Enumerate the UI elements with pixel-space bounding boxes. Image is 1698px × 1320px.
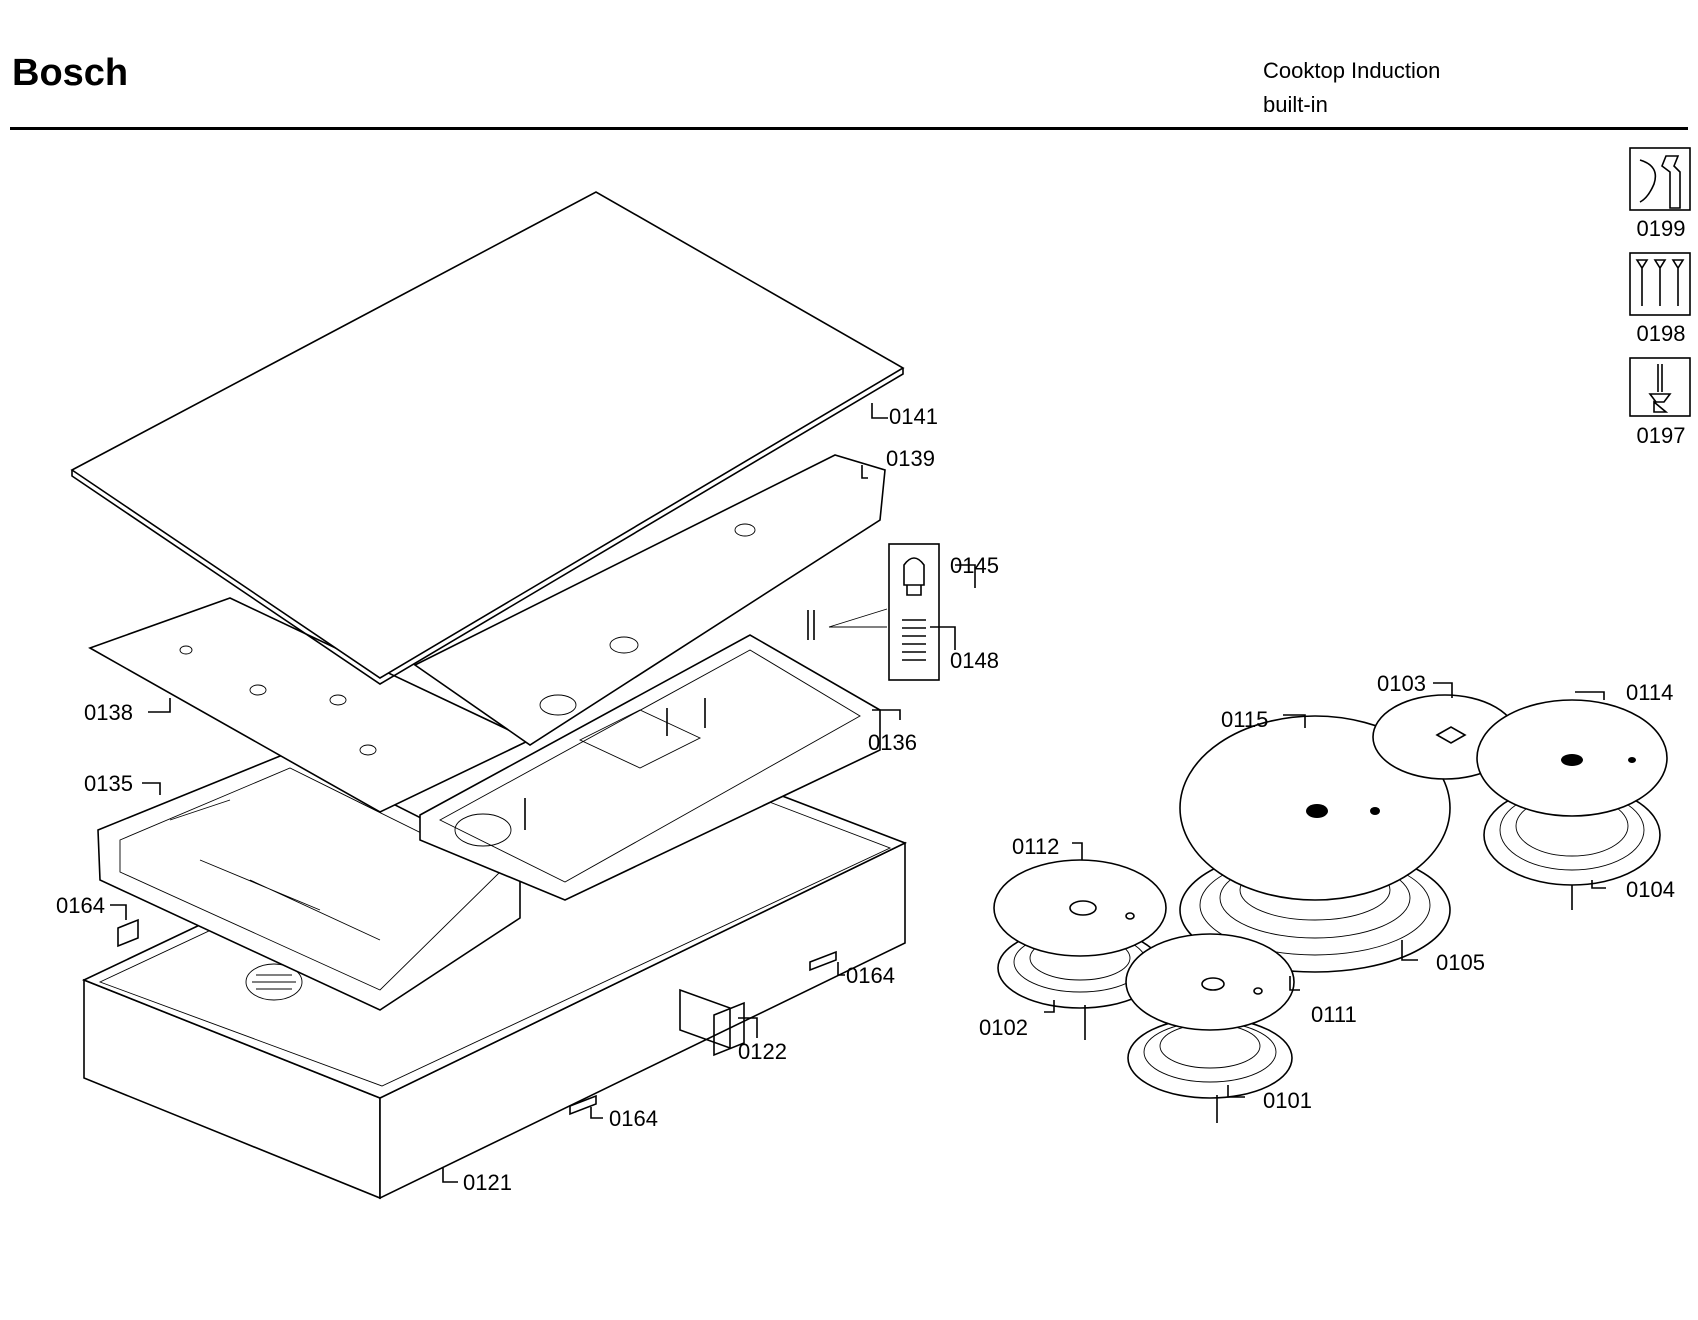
right-coil-carrier-frame[interactable] xyxy=(419,634,881,901)
part-label-0114: 0114 xyxy=(1626,680,1673,705)
part-label-0112: 0112 xyxy=(1012,834,1059,859)
part-label-0141: 0141 xyxy=(889,404,938,429)
part-label-0115: 0115 xyxy=(1221,707,1268,732)
part-label-0139: 0139 xyxy=(886,446,935,471)
part-label-0164-mid: 0164 xyxy=(846,963,895,988)
product-type: Cooktop Induction xyxy=(1263,58,1441,83)
product-description: Cooktop Induction built-in xyxy=(1263,54,1440,122)
part-label-0101: 0101 xyxy=(1263,1088,1312,1113)
coil-0114-group[interactable] xyxy=(1476,699,1668,910)
part-label-0148: 0148 xyxy=(950,648,999,673)
leader-lines xyxy=(110,403,1606,1183)
brand-title: Bosch xyxy=(12,52,129,94)
part-label-0104: 0104 xyxy=(1626,877,1675,902)
part-label-0121: 0121 xyxy=(463,1170,512,1195)
tool-label-0198: 0198 xyxy=(1637,321,1686,346)
clip-left[interactable] xyxy=(117,918,139,948)
part-label-0136: 0136 xyxy=(868,730,917,755)
part-label-0145: 0145 xyxy=(950,553,999,578)
part-label-0164-left: 0164 xyxy=(56,893,105,918)
part-label-0164-bottom: 0164 xyxy=(609,1106,658,1131)
part-label-0105: 0105 xyxy=(1436,950,1485,975)
screws-icon[interactable] xyxy=(1629,252,1691,316)
product-installation: built-in xyxy=(1263,92,1328,117)
bracket[interactable] xyxy=(713,1001,745,1057)
part-label-0138: 0138 xyxy=(84,700,133,725)
coil-0111-group[interactable] xyxy=(1125,933,1295,1123)
header-divider xyxy=(10,127,1688,130)
part-label-0135: 0135 xyxy=(84,771,133,796)
part-label-0103: 0103 xyxy=(1377,671,1426,696)
glass-ceramic-top[interactable] xyxy=(70,191,905,685)
pin-spring-detail-box[interactable] xyxy=(524,543,940,830)
part-label-0122: 0122 xyxy=(738,1039,787,1064)
coil-0112-group[interactable] xyxy=(993,859,1167,1040)
clip-mid[interactable] xyxy=(809,950,837,972)
shield-cover-plate[interactable] xyxy=(413,454,886,746)
clip-bottom[interactable] xyxy=(569,1094,597,1116)
part-label-0102: 0102 xyxy=(979,1015,1028,1040)
wrench-icon[interactable] xyxy=(1629,147,1691,211)
part-label-0111: 0111 xyxy=(1311,1002,1357,1027)
tool-label-0199: 0199 xyxy=(1637,216,1686,241)
screwdriver-icon[interactable] xyxy=(1629,357,1691,417)
tool-label-0197: 0197 xyxy=(1637,423,1686,448)
